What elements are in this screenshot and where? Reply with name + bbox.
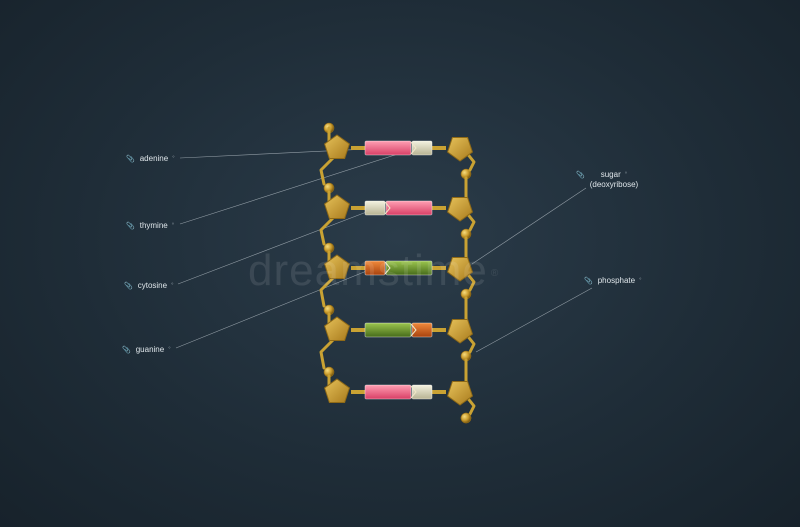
label-cytosine-text: cytosine	[137, 281, 168, 290]
sugar-deoxyribose	[447, 257, 473, 282]
sugar-deoxyribose	[447, 137, 473, 162]
sugar-phosphate-backbone	[319, 122, 476, 424]
sugar-deoxyribose	[324, 254, 350, 279]
base-thymine	[411, 140, 433, 156]
label-sugar-subtext: (deoxyribose)	[589, 180, 639, 189]
paperclip-icon: 📎	[584, 278, 593, 285]
hydrogen-bond	[410, 323, 417, 337]
phosphodiester-bond	[464, 270, 476, 292]
sugar-deoxyribose	[324, 134, 350, 159]
base-pairs	[351, 140, 446, 400]
base-thymine	[411, 384, 433, 400]
info-dot-icon: °	[168, 347, 171, 353]
base-adenine	[364, 140, 412, 156]
leader-line	[177, 207, 378, 285]
label-cytosine: 📎 cytosine°	[124, 281, 173, 292]
label-guanine-text: guanine	[135, 345, 165, 354]
glycosidic-bond	[432, 390, 446, 394]
glycosidic-bond	[351, 206, 365, 210]
sugar-deoxyribose	[324, 316, 350, 341]
phosphodiester-bond	[464, 150, 476, 172]
paperclip-icon: 📎	[126, 156, 135, 163]
watermark-text: dreamstime	[248, 246, 488, 295]
paperclip-icon: 📎	[124, 283, 133, 290]
glycosidic-bond	[432, 266, 446, 270]
phosphodiester-bond	[464, 332, 476, 354]
hydrogen-bond	[384, 201, 391, 215]
base-adenine	[364, 384, 412, 400]
sugar-deoxyribose	[324, 378, 350, 403]
paperclip-icon: 📎	[576, 172, 585, 179]
sugar-deoxyribose	[447, 319, 473, 344]
phosphodiester-bond	[319, 216, 335, 246]
label-sugar: 📎 sugar° (deoxyribose)	[576, 170, 638, 190]
glycosidic-bond	[351, 266, 365, 270]
hydrogen-bond	[384, 261, 391, 275]
sugar-deoxyribose	[324, 194, 350, 219]
glycosidic-bond	[351, 390, 365, 394]
glycosidic-bond	[351, 328, 365, 332]
sugar-deoxyribose	[447, 381, 473, 406]
label-adenine-text: adenine	[139, 154, 169, 163]
info-dot-icon: °	[171, 223, 175, 229]
hydrogen-bond	[410, 141, 417, 155]
base-guanine	[385, 260, 433, 276]
phosphate-ball	[460, 412, 472, 424]
info-dot-icon: °	[639, 278, 642, 284]
glycosidic-bond	[432, 146, 446, 150]
label-thymine: 📎 thymine°	[126, 221, 174, 232]
info-dot-icon: °	[171, 283, 174, 289]
base-thymine	[364, 200, 386, 216]
base-guanine	[364, 322, 412, 338]
glycosidic-bond	[432, 206, 446, 210]
phosphodiester-bond	[319, 338, 335, 370]
glycosidic-bond	[432, 328, 446, 332]
label-phosphate-text: phosphate	[597, 276, 636, 285]
leader-line	[175, 267, 375, 349]
phosphodiester-bond	[464, 394, 476, 416]
info-dot-icon: °	[624, 172, 628, 178]
watermark-registered-mark: ®	[490, 267, 500, 279]
leader-lines	[175, 147, 593, 353]
hydrogen-bond	[410, 385, 417, 399]
label-guanine: 📎 guanine°	[122, 345, 171, 356]
label-adenine: 📎 adenine°	[126, 154, 175, 165]
sugar-deoxyribose	[447, 197, 473, 222]
label-sugar-text: sugar	[600, 170, 621, 179]
watermark: dreamstime®	[248, 246, 499, 296]
phosphodiester-bond	[319, 276, 335, 308]
leader-line	[475, 287, 593, 353]
label-phosphate: 📎 phosphate°	[584, 276, 642, 287]
leader-line	[179, 151, 405, 225]
base-cytosine	[411, 322, 433, 338]
leader-line	[471, 187, 587, 265]
phosphodiester-bond	[464, 210, 476, 232]
info-dot-icon: °	[172, 156, 175, 162]
paperclip-icon: 📎	[122, 347, 131, 354]
phosphodiester-bond	[319, 156, 335, 186]
paperclip-icon: 📎	[126, 223, 135, 230]
base-cytosine	[364, 260, 386, 276]
glycosidic-bond	[351, 146, 365, 150]
label-thymine-text: thymine	[139, 221, 168, 230]
base-adenine	[385, 200, 433, 216]
